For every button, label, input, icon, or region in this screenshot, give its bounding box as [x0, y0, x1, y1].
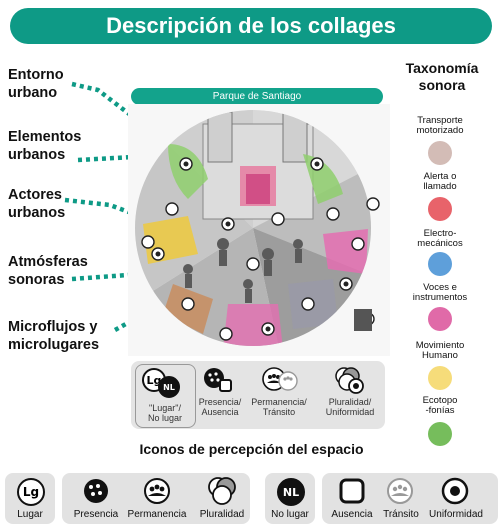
- swatch-electro: [428, 252, 452, 276]
- label-uniformidad: Uniformidad: [429, 509, 483, 520]
- permanencia-icon: [144, 478, 170, 504]
- label-lugar: Lugar: [17, 509, 43, 520]
- label-pluralidad: Pluralidad: [199, 509, 245, 520]
- no-lugar-icon: NL: [158, 376, 180, 398]
- label-permanencia: Permanencia: [127, 509, 187, 520]
- swatch-ecotopo: [428, 422, 452, 446]
- taxonomy-item-label: Electro- mecánicos: [417, 228, 463, 249]
- taxonomy-item-label: Alerta o llamado: [423, 171, 457, 192]
- transito-icon: [387, 478, 413, 504]
- taxonomy-item-label: Movimiento Humano: [415, 340, 465, 361]
- collage-title-bar: Parque de Santiago: [131, 88, 383, 105]
- category-elementos-urbanos: Elementos urbanos: [8, 128, 81, 164]
- label-no-lugar: No lugar: [271, 509, 309, 520]
- taxonomy-item-label: Transporte motorizado: [416, 115, 464, 136]
- legend-label-presencia: Presencia/ Ausencia: [198, 397, 242, 417]
- pluralidad-icon: [208, 477, 236, 505]
- pluralidad-uniformidad-icon: [335, 367, 364, 394]
- category-label: Actores urbanos: [8, 187, 66, 221]
- category-entorno-urbano: Entorno urbano: [8, 66, 64, 102]
- collage-image: [128, 104, 390, 356]
- taxonomy-title: Taxonomía sonora: [388, 60, 496, 94]
- page-title: Descripción de los collages: [106, 13, 396, 38]
- subtitle: Iconos de percepción del espacio: [139, 441, 364, 457]
- connector-entorno: [71, 81, 152, 132]
- label-transito: Tránsito: [383, 509, 419, 520]
- taxonomy-item-label: Ecotopo -fonías: [422, 395, 458, 416]
- taxonomy-label-electro: Electro- mecánicos: [390, 229, 490, 249]
- swatch-voces: [428, 307, 452, 331]
- presencia-icon: [84, 479, 108, 503]
- label-presencia: Presencia: [73, 509, 119, 520]
- lugar-icon: Lg: [17, 478, 45, 506]
- taxonomy-label-voces: Voces e instrumentos: [390, 283, 490, 303]
- category-actores-urbanos: Actores urbanos: [8, 186, 65, 222]
- legend-label-lugar: "Lugar"/ No lugar: [147, 403, 183, 423]
- taxonomy-label-ecotopo: Ecotopo -fonías: [390, 396, 490, 416]
- label-ausencia: Ausencia: [331, 509, 373, 520]
- no-lugar-icon: NL: [277, 478, 305, 506]
- uniformidad-icon: [441, 477, 469, 505]
- taxonomy-item-label: Voces e instrumentos: [412, 282, 468, 303]
- permanencia-transito-icon: [262, 367, 298, 391]
- category-label: Atmósferas sonoras: [8, 254, 88, 288]
- category-label: Entorno urbano: [8, 67, 64, 101]
- taxonomy-label-transporte: Transporte motorizado: [390, 116, 490, 136]
- legend-label-permanencia: Permanencia/ Tránsito: [251, 397, 307, 417]
- category-label: Elementos urbanos: [8, 129, 82, 163]
- taxonomy-title-text: Taxonomía sonora: [405, 60, 479, 93]
- swatch-transporte: [428, 141, 452, 165]
- title-banner: Descripción de los collages: [10, 8, 492, 44]
- collage-title: Parque de Santiago: [212, 91, 302, 102]
- category-microflujos: Microflujos y microlugares: [8, 318, 99, 354]
- ausencia-icon: [339, 478, 365, 504]
- taxonomy-label-alerta: Alerta o llamado: [390, 172, 490, 192]
- taxonomy-label-movimiento: Movimiento Humano: [390, 341, 490, 361]
- category-label: Microflujos y microlugares: [8, 319, 100, 353]
- swatch-alerta: [428, 197, 452, 221]
- legend-label-pluralidad: Pluralidad/ Uniformidad: [325, 397, 375, 417]
- presencia-ausencia-icon: [204, 368, 232, 392]
- swatch-movimiento: [428, 366, 452, 390]
- legend-lugar-frame: [135, 364, 196, 428]
- category-atmosferas-sonoras: Atmósferas sonoras: [8, 253, 88, 289]
